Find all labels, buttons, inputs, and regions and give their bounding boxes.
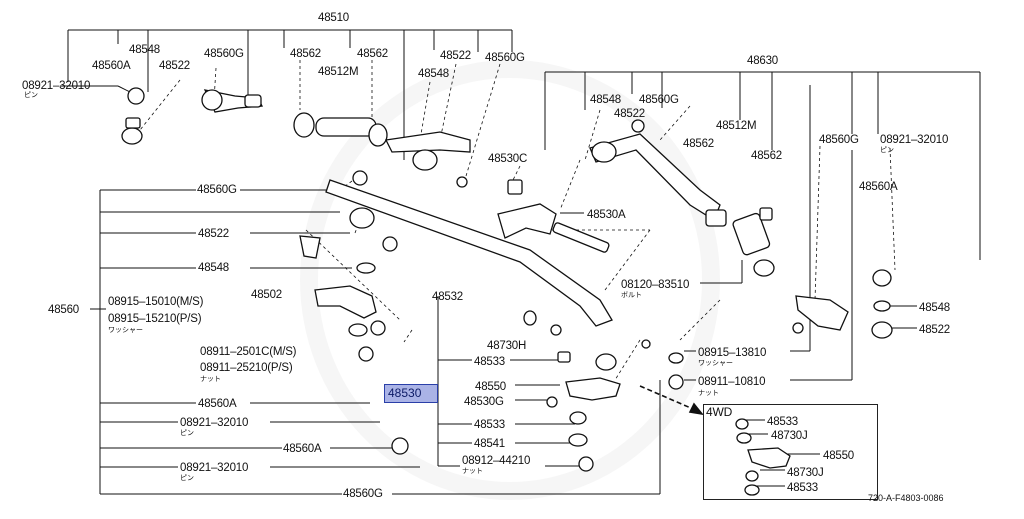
part-number-label[interactable]: 48530C [488,153,528,165]
part-number-label[interactable]: 48562 [357,48,388,60]
part-number-label[interactable]: 48502 [251,289,282,301]
part-type-label: ナット [698,390,719,397]
part-number-label[interactable]: 48510 [318,12,349,24]
part-number-label[interactable]: 48548 [590,94,621,106]
part-number-label[interactable]: 48530G [464,396,504,408]
part-number-label[interactable]: 48522 [198,228,229,240]
part-type-label: ピン [180,430,194,437]
part-number-label[interactable]: 48550 [823,450,854,462]
part-number-label[interactable]: 08921–32010 [180,417,249,429]
part-number-label[interactable]: 08915–13810 [698,347,767,359]
part-number-label[interactable]: 48560A [283,443,322,455]
part-number-label[interactable]: 48541 [474,438,505,450]
part-type-label: ワッシャー [698,360,733,367]
part-number-label[interactable]: 48512M [716,120,757,132]
part-number-label[interactable]: 48560G [204,48,244,60]
part-number-label[interactable]: 48560G [639,94,679,106]
part-number-label[interactable]: 48532 [432,291,463,303]
part-number-label[interactable]: 08912–44210 [462,455,531,467]
part-number-label[interactable]: 48533 [767,416,798,428]
part-type-label: ボルト [621,292,642,299]
part-number-label[interactable]: 08120–83510 [621,279,690,291]
part-number-label[interactable]: 48730J [771,430,808,442]
part-number-label[interactable]: 48550 [475,381,506,393]
part-number-label[interactable]: 48533 [474,356,505,368]
part-number-label[interactable]: 48560A [198,398,237,410]
part-number-label[interactable]: 08915–15210(P/S) [108,313,202,325]
part-number-label[interactable]: 48730J [787,467,824,479]
part-number-label[interactable]: 48548 [919,302,950,314]
part-number-label[interactable]: 48512M [318,66,359,78]
part-number-label[interactable]: 08911–25210(P/S) [200,362,293,374]
part-number-label[interactable]: 48548 [129,44,160,56]
part-number-label[interactable]: 48560G [197,184,237,196]
part-type-label: ワッシャー [108,327,143,334]
part-number-label[interactable]: 48730H [487,340,527,352]
part-type-label: ナット [200,376,221,383]
four-wd-inset-box [703,404,878,500]
part-number-label[interactable]: 48562 [683,138,714,150]
part-number-label[interactable]: 48560G [343,488,383,500]
part-number-label[interactable]: 48533 [787,482,818,494]
part-number-label[interactable]: 48522 [440,50,471,62]
part-type-label: ピン [180,475,194,482]
part-number-label[interactable]: 08911–10810 [698,376,766,388]
part-type-label: ピン [24,92,38,99]
part-number-label[interactable]: 48522 [159,60,190,72]
part-number-label[interactable]: 48522 [919,324,950,336]
part-number-label[interactable]: 48560 [48,304,79,316]
part-type-label: ピン [880,147,894,154]
part-number-label[interactable]: 08915–15010(M/S) [108,296,204,308]
part-number-label[interactable]: 48560A [92,60,131,72]
part-number-label[interactable]: 08921–32010 [180,462,249,474]
part-number-label[interactable]: 48548 [198,262,229,274]
part-number-label[interactable]: 48533 [474,419,505,431]
part-number-label[interactable]: 48560G [485,52,525,64]
part-number-label[interactable]: 48522 [614,108,645,120]
part-number-label[interactable]: 08921–32010 [22,80,91,92]
part-type-label: ナット [462,468,483,475]
part-number-label[interactable]: 48560A [859,181,898,193]
part-number-label[interactable]: 48630 [747,55,778,67]
part-number-label[interactable]: 48530A [587,209,626,221]
four-wd-title: 4WD [706,405,733,419]
part-number-label[interactable]: 48548 [418,68,449,80]
part-number-label[interactable]: 08921–32010 [880,134,949,146]
part-number-label[interactable]: 48560G [819,134,859,146]
diagram-reference-code: 720-A-F4803-0086 [868,493,944,503]
part-number-label[interactable]: 48562 [290,48,321,60]
highlighted-part-48530[interactable]: 48530 [384,384,438,403]
part-number-label[interactable]: 08911–2501C(M/S) [200,346,297,358]
part-number-label[interactable]: 48562 [751,150,782,162]
